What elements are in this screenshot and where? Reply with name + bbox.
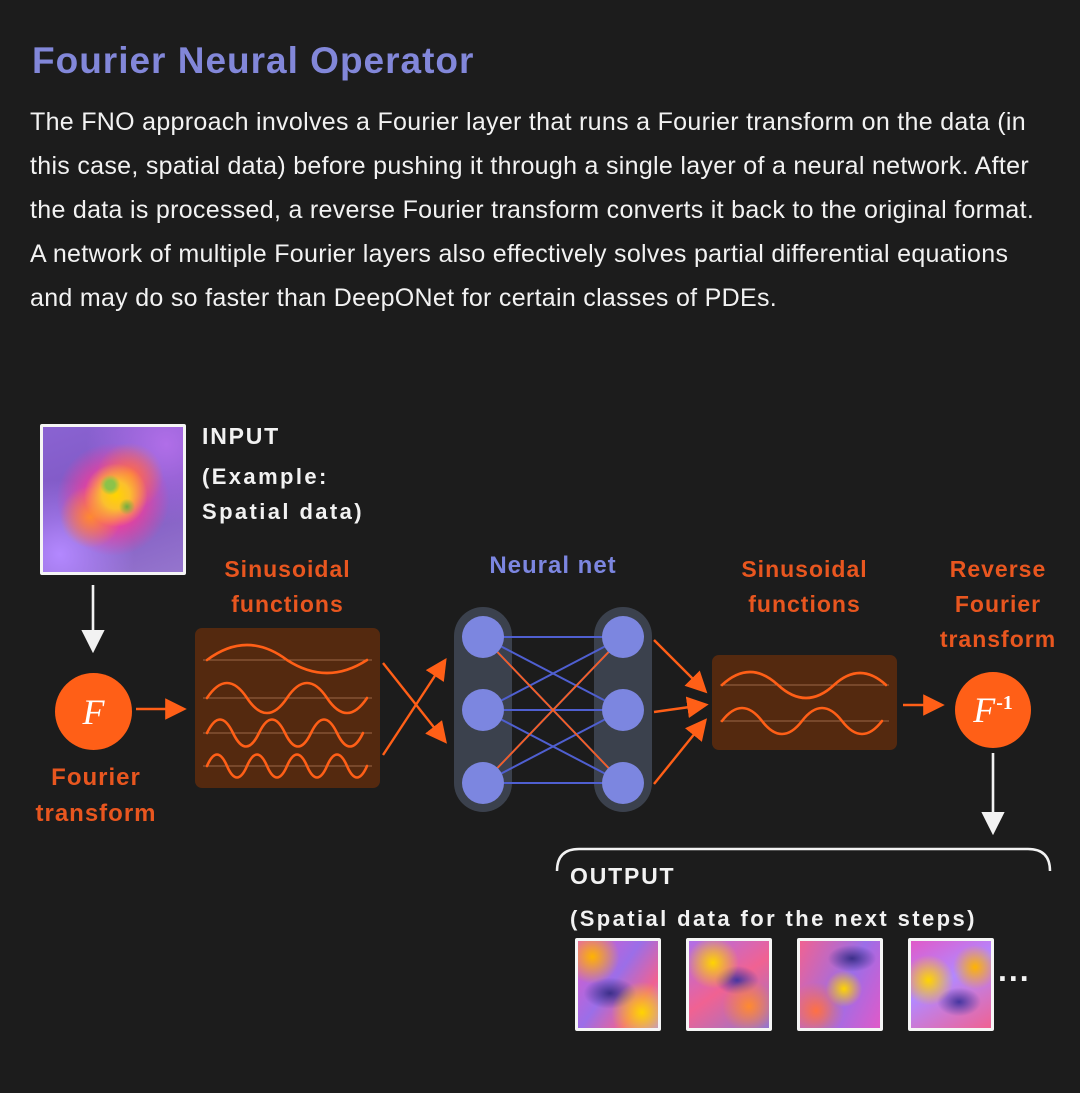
net-layer-left [454, 607, 512, 812]
net-layer-right [594, 607, 652, 812]
sinusoidal-box-2 [712, 655, 897, 750]
output-sublabel: (Spatial data for the next steps) [570, 906, 977, 931]
input-label: INPUT [202, 423, 280, 449]
output-spatial-image-2 [686, 938, 772, 1031]
net-connection-lines [482, 636, 624, 784]
neural-net-label: Neural net [489, 552, 617, 579]
sinusoidal-functions-label-1: Sinusoidal functions [224, 556, 351, 617]
neural-net [454, 607, 652, 812]
sinusoidal-waves-1-icon [203, 643, 372, 779]
input-spatial-image [40, 424, 186, 575]
sinusoidal-box-1 [195, 628, 380, 788]
sinusoidal-waves-2-icon [720, 670, 889, 736]
reverse-fourier-symbol: F-1 [973, 689, 1012, 731]
net-to-sinusoidal-arrows [653, 639, 709, 785]
page-title: Fourier Neural Operator [32, 40, 475, 81]
sinusoidal-to-net-arrows [381, 657, 447, 756]
fourier-symbol: F [82, 691, 105, 732]
output-spatial-image-1 [575, 938, 661, 1031]
reverse-fourier-label: Reverse Fourier transform [939, 556, 1057, 652]
fourier-transform-label: Fourier transform [35, 764, 157, 827]
description-text: The FNO approach involves a Fourier laye… [30, 108, 1035, 312]
output-ellipsis: ... [998, 952, 1031, 988]
net-nodes [462, 616, 644, 804]
reverse-fourier-symbol-base: F [973, 690, 996, 730]
reverse-fourier-symbol-exponent: -1 [996, 692, 1013, 714]
reverse-fourier-node: F-1 [955, 672, 1031, 748]
output-spatial-image-3 [797, 938, 883, 1031]
sinusoidal-functions-label-2: Sinusoidal functions [741, 556, 868, 617]
output-label-block: OUTPUT (Spatial data for the next steps) [570, 863, 977, 936]
output-spatial-image-4 [908, 938, 994, 1031]
output-label: OUTPUT [570, 863, 676, 889]
output-images-row [575, 938, 994, 1031]
fourier-transform-node: F [55, 673, 132, 750]
input-sublabel: (Example: Spatial data) [202, 464, 365, 524]
input-label-block: INPUT (Example: Spatial data) [202, 423, 364, 529]
